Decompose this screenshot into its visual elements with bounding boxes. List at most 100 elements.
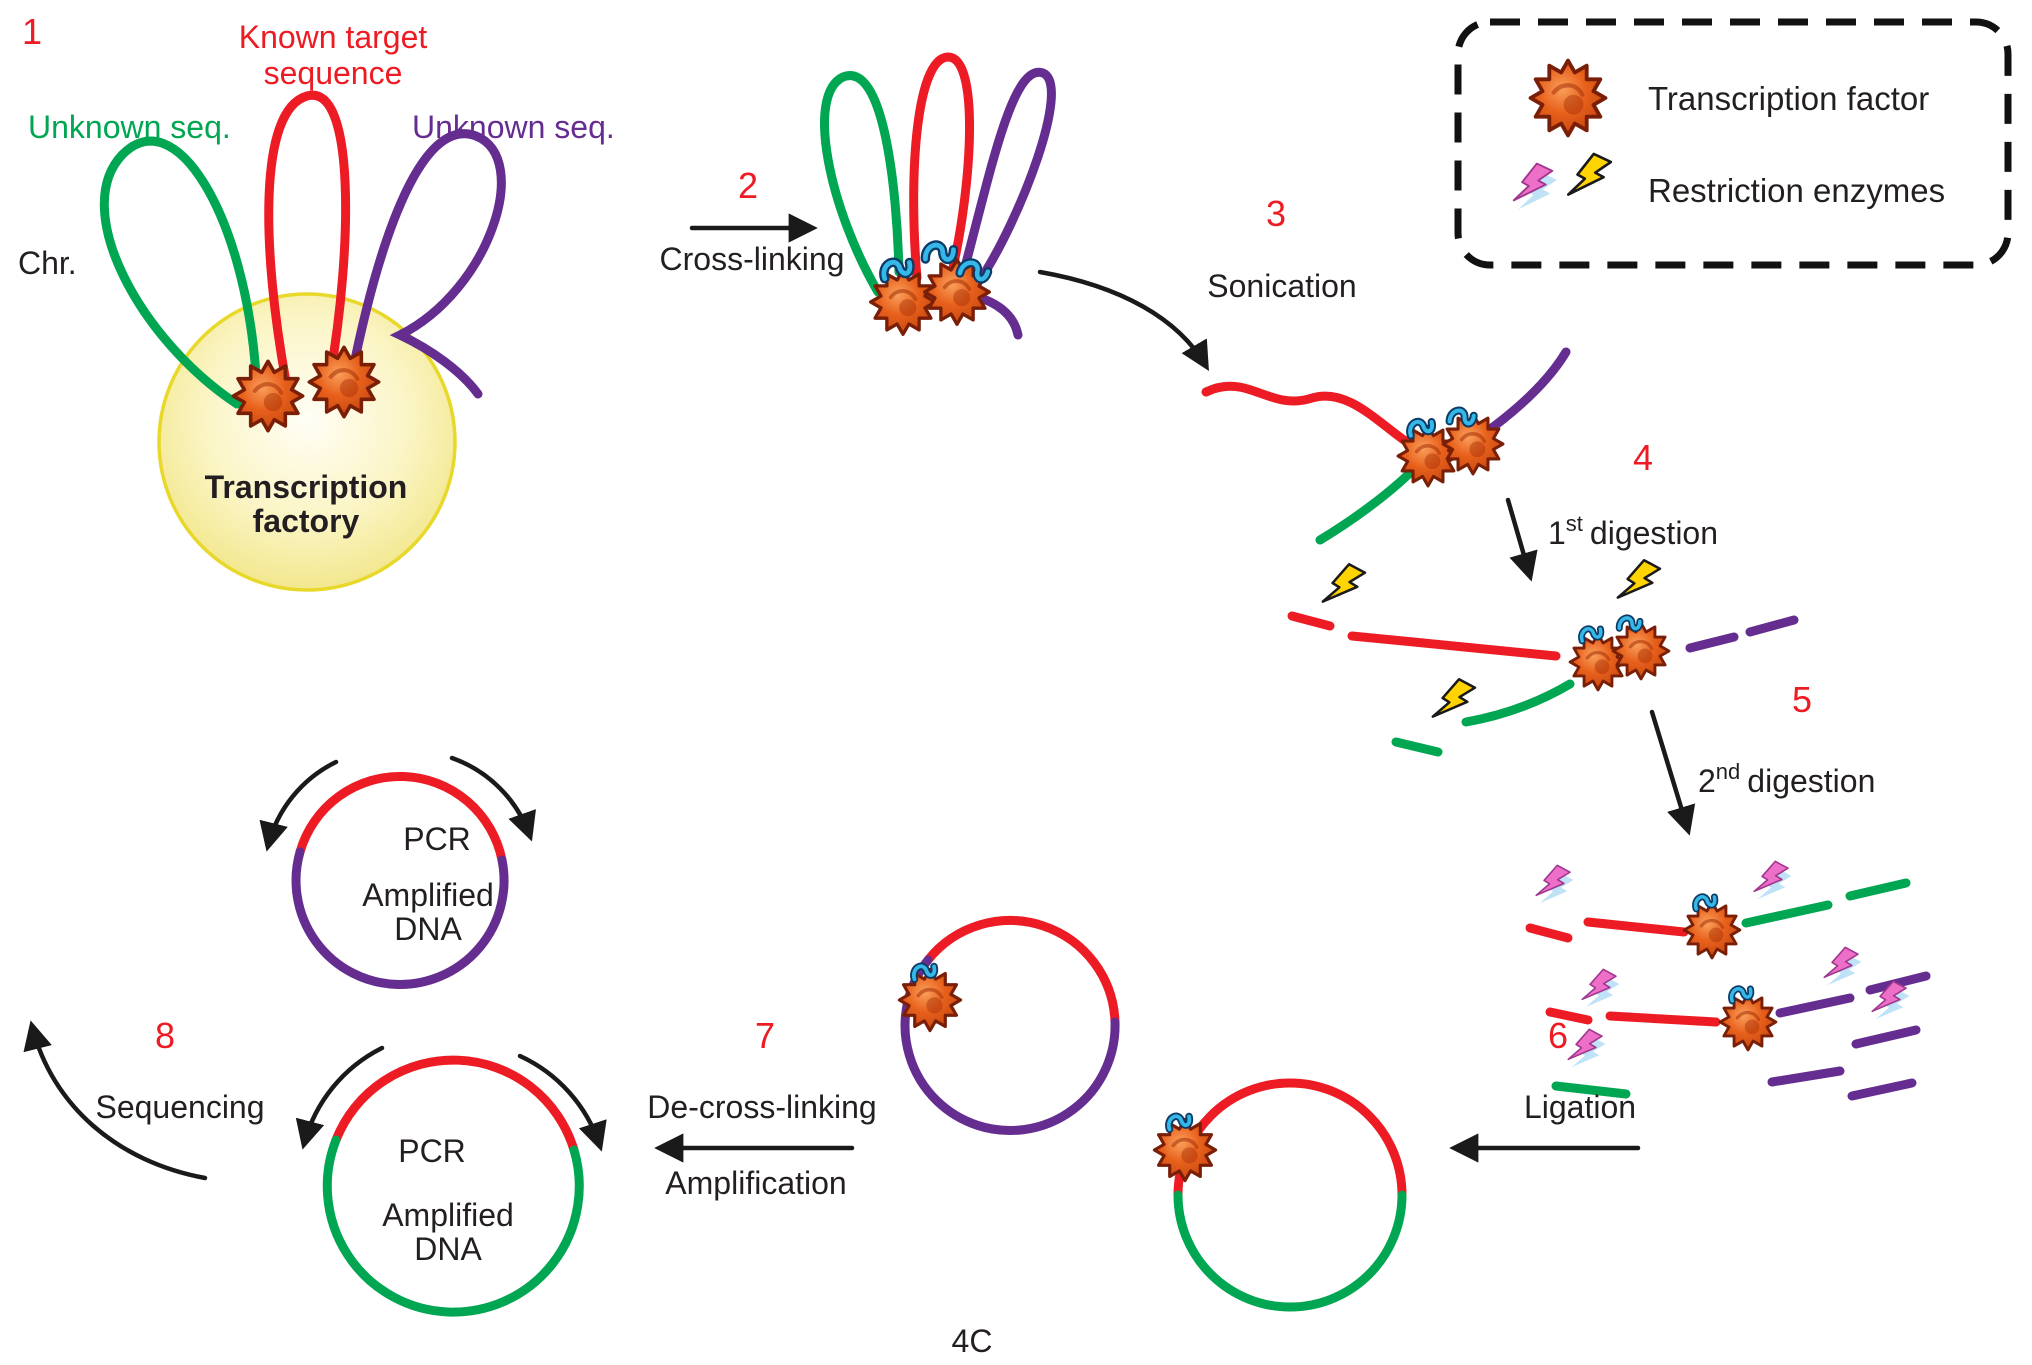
second-digestion-sup: nd bbox=[1716, 759, 1740, 784]
dna-tail-purple bbox=[981, 295, 1023, 340]
restriction-bolt-pink-icon bbox=[1533, 861, 1577, 913]
pcr-circle-green-arc bbox=[322, 1135, 584, 1317]
dna-fragment-red bbox=[1201, 381, 1425, 455]
pcr-label: PCR bbox=[403, 821, 471, 857]
first-digestion-pre: 1 bbox=[1548, 515, 1566, 551]
dna-loop-green bbox=[99, 136, 261, 409]
restriction-bolt-pink-icon bbox=[1579, 965, 1623, 1017]
first-digestion-post: digestion bbox=[1590, 515, 1718, 551]
step3-number: 3 bbox=[1266, 193, 1286, 234]
ligated-circle-green-arc bbox=[1173, 1190, 1407, 1312]
restriction-bolt-pink-icon bbox=[1565, 1025, 1609, 1077]
crosslink-icon bbox=[925, 243, 954, 266]
step8-arrow bbox=[23, 1020, 208, 1181]
dna-fragment-purple bbox=[1865, 971, 1931, 995]
dna-loop-purple bbox=[957, 67, 1056, 285]
step7-group: 7 De-cross-linking Amplification bbox=[647, 916, 1120, 1201]
known-target-label-line2: sequence bbox=[264, 55, 403, 91]
step2-number: 2 bbox=[738, 165, 758, 206]
step1-number: 1 bbox=[22, 11, 42, 52]
step7-number: 7 bbox=[755, 1015, 775, 1056]
pcr-primer-arrow-left bbox=[259, 759, 339, 852]
pcr-primer-arrow-right bbox=[517, 1053, 607, 1152]
step5-number: 5 bbox=[1792, 679, 1812, 720]
transcription-factory-circle bbox=[157, 292, 457, 592]
crosslink-icon bbox=[1732, 989, 1751, 1001]
restriction-bolt-pink-icon bbox=[1510, 159, 1561, 220]
pcr-circle-green-group: PCR Amplified DNA bbox=[295, 1045, 607, 1317]
step8-number: 8 bbox=[155, 1015, 175, 1056]
step1-group: 1 Known target sequence Unknown seq. Unk… bbox=[18, 11, 615, 592]
legend-tf-label: Transcription factor bbox=[1648, 80, 1929, 117]
step2-group: 2 Cross-linking bbox=[660, 52, 1056, 340]
step3-group: 3 Sonication bbox=[1037, 193, 1571, 545]
step4-number: 4 bbox=[1633, 437, 1653, 478]
dna-loop-purple bbox=[347, 129, 506, 399]
decrosslinking-label: De-cross-linking bbox=[647, 1089, 876, 1125]
ligated-circle-red-arc bbox=[923, 916, 1120, 1027]
step5-arrow bbox=[1649, 709, 1696, 836]
second-digestion-post: digestion bbox=[1747, 763, 1875, 799]
chromatin-label: Chr. bbox=[18, 245, 77, 281]
factory-label-line1: Transcription bbox=[205, 469, 408, 505]
figure-title: 4C bbox=[952, 1323, 993, 1359]
dna-loop-green bbox=[820, 71, 904, 297]
amplification-label: Amplification bbox=[665, 1165, 846, 1201]
second-digestion-pre: 2 bbox=[1698, 763, 1716, 799]
dna-fragment-purple bbox=[1745, 615, 1799, 637]
dna-fragment-purple bbox=[1685, 632, 1739, 653]
dna-fragment-purple bbox=[1473, 347, 1571, 443]
dna-fragment-red bbox=[1605, 1011, 1721, 1027]
pcr-label: PCR bbox=[398, 1133, 466, 1169]
dna-fragment-green bbox=[1551, 1081, 1631, 1099]
unknown-seq-left-label: Unknown seq. bbox=[28, 109, 231, 145]
dna-fragment-green bbox=[1845, 878, 1911, 901]
ligated-circle-red-arc bbox=[1173, 1078, 1407, 1200]
legend-box: Transcription factor Restriction enzymes bbox=[1454, 18, 2012, 269]
sonication-label: Sonication bbox=[1207, 268, 1356, 304]
restriction-bolt-yellow-icon bbox=[1566, 149, 1613, 207]
dna-fragment-red bbox=[1525, 923, 1573, 943]
dna-fragment-green bbox=[1315, 463, 1420, 545]
dna-label: DNA bbox=[394, 911, 462, 947]
step3-arrow bbox=[1037, 269, 1209, 372]
step6-group: 6 Ligation bbox=[1152, 1015, 1641, 1312]
dna-label: DNA bbox=[414, 1231, 482, 1267]
transcription-factor-icon bbox=[1682, 900, 1742, 960]
dna-fragment-purple bbox=[1775, 993, 1855, 1018]
dna-fragment-red bbox=[1545, 1007, 1593, 1025]
dna-loop-red bbox=[264, 90, 351, 387]
transcription-factor-icon bbox=[1611, 621, 1671, 681]
dna-fragment-green bbox=[1461, 679, 1575, 727]
legend-border bbox=[1454, 18, 2012, 269]
pcr-circle-red-arc bbox=[331, 1055, 579, 1155]
pcr-primer-arrow-left bbox=[295, 1045, 385, 1150]
dna-fragment-green bbox=[1741, 900, 1833, 928]
restriction-bolt-pink-icon bbox=[1751, 857, 1795, 909]
step4-arrow bbox=[1505, 497, 1538, 582]
restriction-bolt-yellow-icon bbox=[1321, 559, 1367, 614]
pcr-circle-red-arc bbox=[295, 771, 507, 865]
legend-re-label: Restriction enzymes bbox=[1648, 172, 1945, 209]
transcription-factor-icon bbox=[1531, 61, 1606, 136]
pcr-primer-arrow-right bbox=[449, 755, 536, 842]
restriction-bolt-pink-icon bbox=[1821, 943, 1865, 995]
amplified-label: Amplified bbox=[382, 1197, 514, 1233]
pcr-circle-purple-arc bbox=[291, 847, 509, 989]
dna-fragment-green bbox=[1391, 737, 1443, 757]
crosslink-icon bbox=[884, 262, 910, 278]
second-digestion-label: 2nd digestion bbox=[1698, 759, 1875, 799]
step8-group: 8 Sequencing bbox=[23, 1015, 265, 1181]
crosslink-icon bbox=[1582, 629, 1601, 641]
step5-group: 5 2nd digestion bbox=[1525, 679, 1931, 1101]
restriction-bolt-yellow-icon bbox=[1616, 555, 1662, 610]
transcription-factor-icon bbox=[1718, 992, 1778, 1052]
dna-fragment-red bbox=[1583, 917, 1689, 937]
dna-fragment-red bbox=[1287, 611, 1335, 631]
crosslink-icon bbox=[1696, 897, 1715, 909]
known-target-label-line1: Known target bbox=[239, 19, 428, 55]
